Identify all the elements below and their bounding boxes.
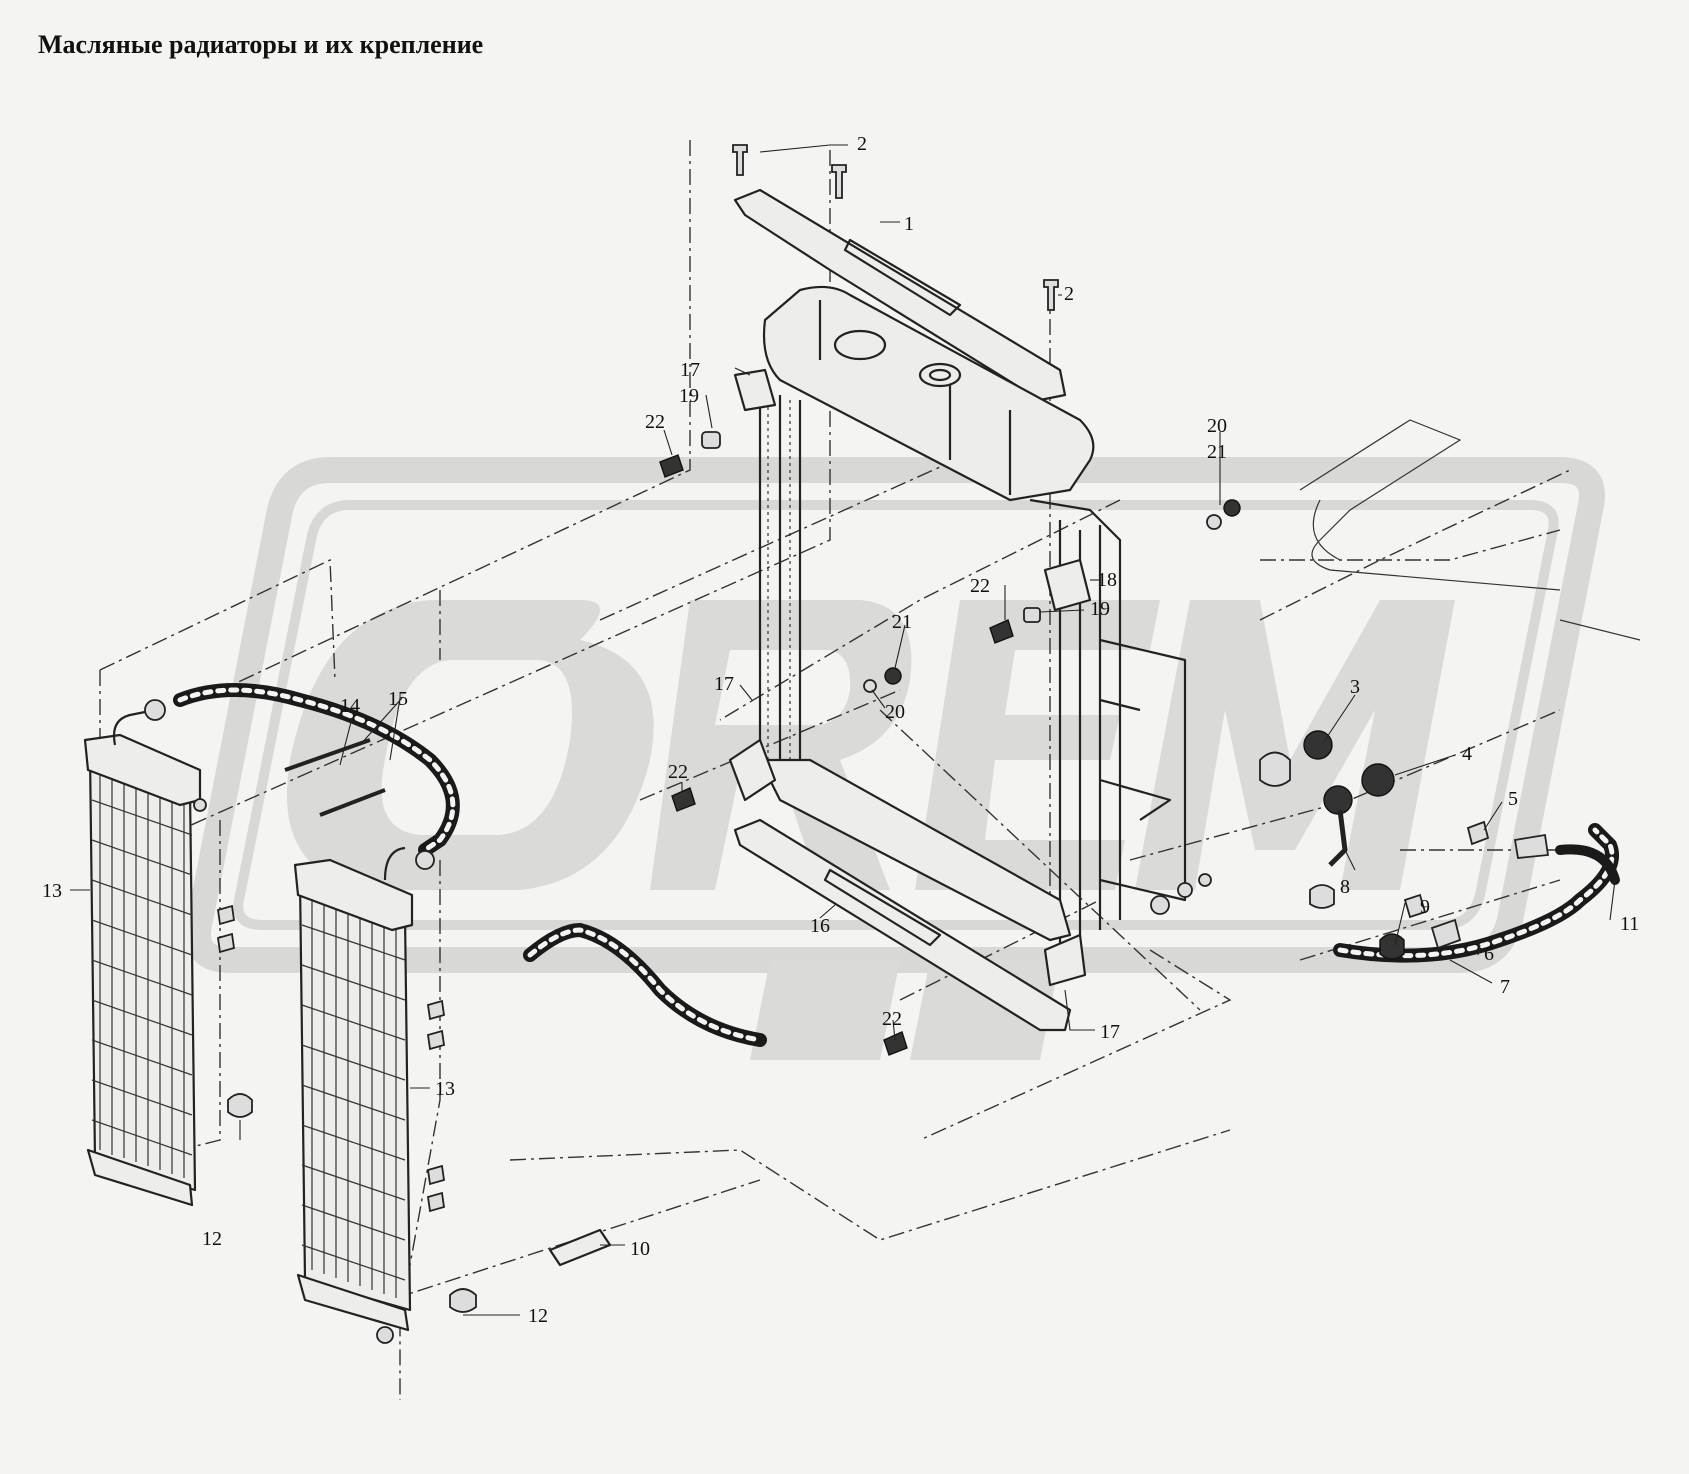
callout-numbers: 1 2 2 3 4 5 6 7 8 9 10 11 12 12 13 13 14… [42, 133, 1639, 1327]
callout-20-mid: 20 [885, 701, 905, 723]
callout-17-mid: 17 [714, 673, 734, 695]
support-bracket-17-top [733, 368, 777, 412]
nut-21-b [884, 667, 902, 685]
bolt-22-c [671, 787, 696, 812]
callout-8: 8 [1340, 876, 1350, 898]
callout-10: 10 [630, 1238, 650, 1260]
callout-7: 7 [1500, 976, 1510, 998]
callout-19-mid: 19 [1090, 598, 1110, 620]
callout-22-left: 22 [668, 761, 688, 783]
cab-outline [1299, 419, 1641, 641]
bolt-2-c [1043, 279, 1059, 311]
bolt-22-a [659, 454, 684, 478]
filler-cap [833, 329, 887, 361]
callout-5: 5 [1508, 788, 1518, 810]
valve-fittings [1150, 730, 1490, 960]
callout-21-mid: 21 [892, 611, 912, 633]
callout-14: 14 [340, 695, 360, 717]
callout-22-mid: 22 [970, 575, 990, 597]
callout-13-left: 13 [42, 880, 62, 902]
callout-21-right: 21 [1207, 441, 1227, 463]
main-radiator-assembly [659, 144, 1241, 1056]
bolt-5 [1466, 820, 1490, 846]
callout-6: 6 [1484, 943, 1494, 965]
top-bracket [733, 188, 1067, 402]
nut-21-a [1223, 499, 1241, 517]
clip-19-b [1023, 607, 1041, 623]
clamp-12-b [449, 1288, 477, 1313]
callout-3: 3 [1350, 676, 1360, 698]
clip-19-a [701, 431, 721, 449]
callout-18: 18 [1097, 569, 1117, 591]
clamps-and-nuts [216, 904, 477, 1313]
leader-lines [70, 144, 1616, 1316]
callout-12-right: 12 [528, 1305, 548, 1327]
hose-14 [144, 683, 460, 870]
flange-3 [1303, 730, 1333, 760]
expansion-cap [918, 362, 962, 388]
lower-tank [758, 758, 1072, 942]
callout-9: 9 [1420, 896, 1430, 918]
page-title: Масляные радиаторы и их крепление [38, 30, 484, 59]
support-bracket-17-mid [728, 738, 777, 802]
callout-17-top: 17 [680, 359, 700, 381]
oil-cooler-left [83, 710, 207, 1207]
bolt-22-b [989, 619, 1014, 644]
rods-15 [284, 738, 386, 817]
tube-10 [548, 1228, 612, 1267]
washer-20-b [863, 679, 877, 693]
support-bracket-18 [1043, 558, 1092, 612]
callout-1: 1 [904, 213, 914, 235]
clamp-12-a [227, 1093, 253, 1118]
washer-20-a [1206, 514, 1222, 530]
callout-16: 16 [810, 915, 830, 937]
callout-4: 4 [1462, 743, 1472, 765]
callout-15: 15 [388, 688, 408, 710]
callout-19-top: 19 [679, 385, 699, 407]
callout-2-top: 2 [857, 133, 867, 155]
flange-4 [1361, 763, 1395, 797]
callout-20-right: 20 [1207, 415, 1227, 437]
hose-11 [1513, 833, 1620, 885]
callout-11: 11 [1620, 913, 1639, 935]
nut-9 [1379, 933, 1405, 960]
bolt-2-a [732, 144, 748, 176]
hose-lower [523, 922, 767, 1047]
callout-17-bottom: 17 [1100, 1021, 1120, 1043]
callout-12-left: 12 [202, 1228, 222, 1250]
callout-22-bottom: 22 [882, 1008, 902, 1030]
oil-cooler-right [293, 846, 414, 1344]
callout-13-right: 13 [435, 1078, 455, 1100]
callout-2-right: 2 [1064, 283, 1074, 305]
bolt-22-d [883, 1031, 908, 1056]
bolt-2-b [831, 164, 847, 199]
callout-22-top: 22 [645, 411, 665, 433]
lower-bracket [733, 818, 1072, 1032]
support-bracket-17-bottom [1043, 933, 1087, 987]
